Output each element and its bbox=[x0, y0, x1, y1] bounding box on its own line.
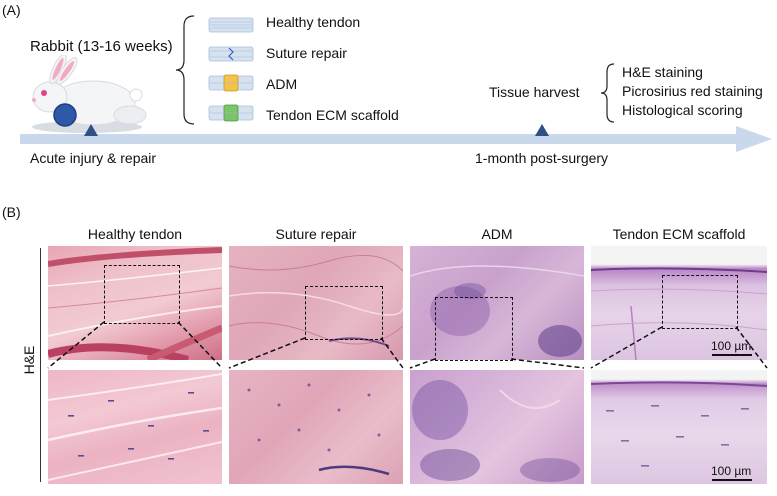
analysis-picrosirius: Picrosirius red staining bbox=[622, 83, 763, 99]
group-suture-repair: Suture repair bbox=[266, 45, 347, 61]
scalebar-top-label: 100 µm bbox=[711, 339, 752, 353]
rabbit-illustration bbox=[32, 55, 147, 133]
zoom-box-scaffold bbox=[662, 275, 738, 329]
scalebar-bottom bbox=[712, 479, 752, 481]
scaffold-icon bbox=[208, 104, 254, 122]
column-title-adm: ADM bbox=[481, 226, 513, 242]
zoom-box-suture bbox=[305, 286, 383, 340]
group-healthy-tendon: Healthy tendon bbox=[266, 14, 361, 30]
panel-a-label: (A) bbox=[2, 2, 21, 18]
animal-label: Rabbit (13-16 weeks) bbox=[30, 38, 173, 55]
suture-repair-icon bbox=[208, 46, 254, 62]
micrograph-adm-low bbox=[410, 246, 584, 360]
row-label-line bbox=[40, 248, 41, 482]
zoom-box-adm bbox=[435, 297, 513, 361]
group-scaffold: Tendon ECM scaffold bbox=[266, 107, 399, 123]
scalebar-top bbox=[712, 354, 752, 356]
micrograph-healthy-high bbox=[48, 370, 222, 484]
start-marker-icon bbox=[84, 124, 98, 136]
group-adm: ADM bbox=[266, 76, 298, 92]
column-title-healthy: Healthy tendon bbox=[87, 226, 183, 242]
micrograph-suture-high bbox=[229, 370, 403, 484]
adm-icon bbox=[208, 74, 254, 92]
analysis-he: H&E staining bbox=[622, 64, 703, 80]
timeline-arrow bbox=[20, 126, 772, 152]
analysis-brace bbox=[600, 63, 615, 123]
timeline-end-label: 1-month post-surgery bbox=[475, 150, 609, 166]
panel-b-label: (B) bbox=[2, 204, 21, 220]
group-brace bbox=[176, 15, 195, 125]
scalebar-bottom-label: 100 µm bbox=[711, 464, 752, 478]
harvest-marker-icon bbox=[535, 124, 549, 136]
column-title-suture: Suture repair bbox=[275, 226, 357, 242]
zoom-box-healthy bbox=[104, 265, 180, 324]
micrograph-scaffold-high bbox=[591, 370, 767, 484]
tissue-harvest-label: Tissue harvest bbox=[489, 84, 580, 100]
healthy-tendon-icon bbox=[208, 17, 254, 33]
column-title-scaffold: Tendon ECM scaffold bbox=[612, 226, 746, 242]
group-icons bbox=[208, 17, 254, 122]
timeline-start-label: Acute injury & repair bbox=[30, 150, 157, 166]
analysis-scoring: Histological scoring bbox=[622, 102, 743, 118]
micrograph-suture-low bbox=[229, 246, 403, 360]
micrograph-adm-high bbox=[410, 370, 584, 484]
